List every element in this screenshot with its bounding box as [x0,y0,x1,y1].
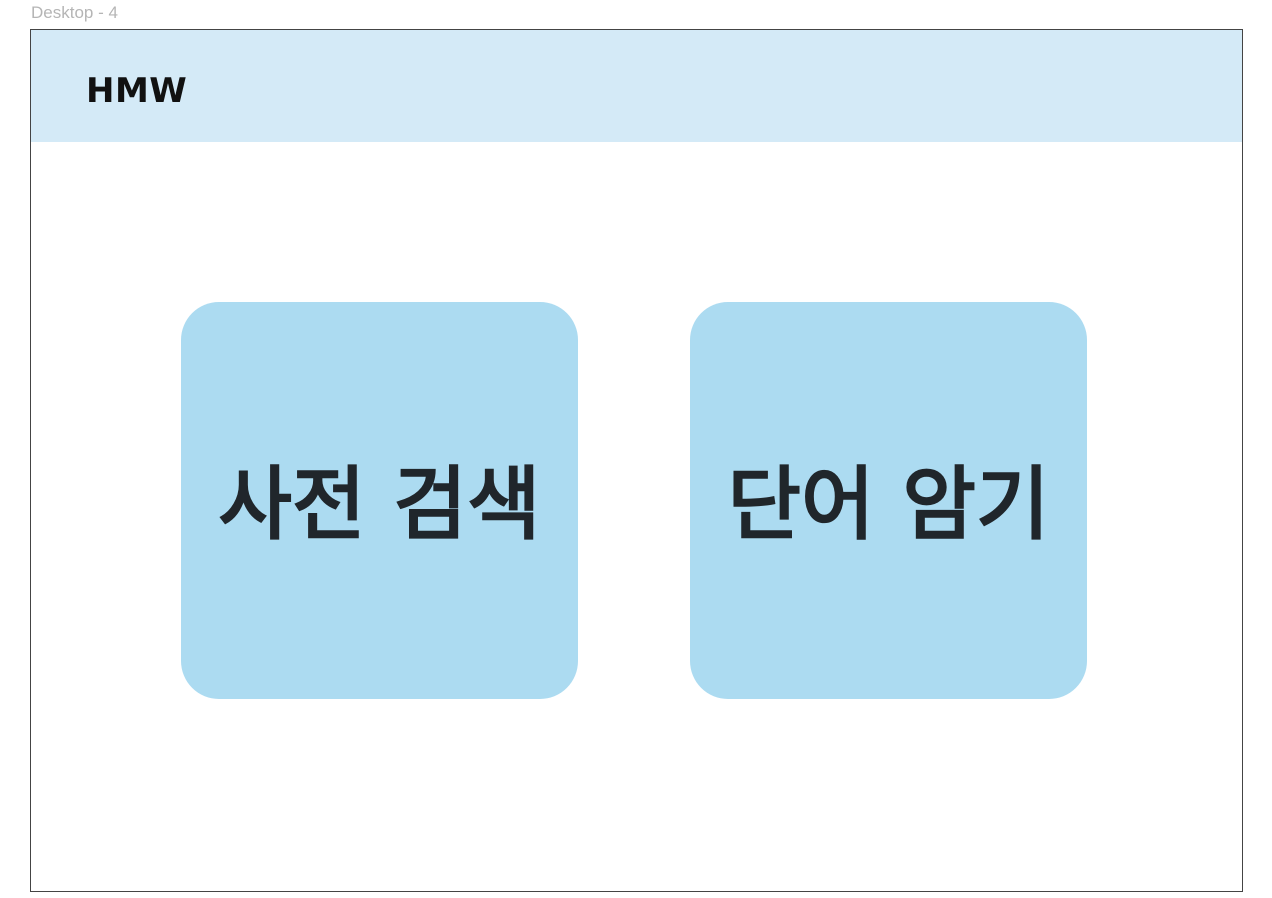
dictionary-search-button[interactable]: 사전 검색 [181,302,578,699]
header-bar: HMW [31,30,1242,142]
dictionary-search-label: 사전 검색 [218,457,541,551]
word-memorize-label: 단어 암기 [727,457,1050,551]
word-memorize-button[interactable]: 단어 암기 [690,302,1087,699]
frame-label: Desktop - 4 [31,3,118,22]
desktop-frame: HMW 사전 검색 단어 암기 [30,29,1243,892]
brand-logo[interactable]: HMW [86,71,188,111]
